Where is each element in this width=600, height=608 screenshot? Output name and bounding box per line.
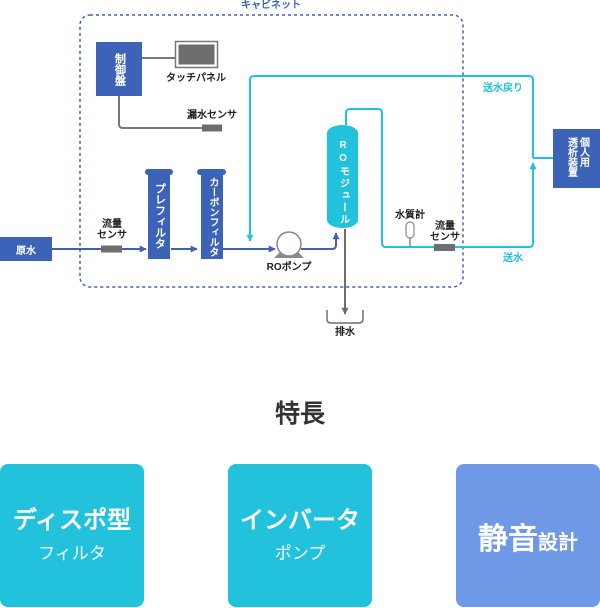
leak-sensor-icon — [202, 124, 222, 132]
water-quality-meter-label: 水質計 — [395, 210, 425, 221]
leak-sensor-label: 漏水センサ — [187, 110, 237, 121]
control-panel-label: 制御盤 — [113, 53, 126, 86]
dialysis-device-label-line1: 個人用 — [577, 137, 589, 167]
carbon-filter-label: カーボンフィルタ — [207, 177, 218, 257]
ro-module-text: ROモジュール — [327, 140, 358, 226]
ro-module-label: ROモジュール — [337, 140, 349, 226]
prefilter-cap — [145, 169, 173, 175]
flow-sensor-outlet-label-line1: 流量 — [435, 221, 455, 232]
feature-card-sub: 設計 — [538, 531, 578, 554]
feature-card-line1: インバータ — [240, 506, 360, 534]
supply-return-line — [246, 75, 534, 242]
control-panel-box: 制御盤 — [96, 42, 142, 96]
drain-basin-icon — [326, 310, 364, 324]
feature-card-inverter-pump: インバータ ポンプ — [228, 464, 372, 607]
supply-label: 送水 — [503, 253, 523, 264]
supply-line — [345, 108, 537, 248]
flow-sensor-inlet-icon — [101, 245, 122, 253]
supply-return-label: 送水戻り — [483, 83, 523, 94]
features-title: 特長 — [274, 400, 325, 428]
ro-pump-label: ROポンプ — [266, 262, 312, 273]
prefilter-body: プレフィルタ — [148, 175, 170, 259]
touch-panel-icon — [174, 40, 219, 69]
feature-card-line2: ポンプ — [274, 543, 326, 563]
pump-to-ro-line — [301, 232, 340, 250]
feature-card-line2: フィルタ — [38, 543, 106, 563]
water-quality-meter-icon — [405, 221, 415, 239]
ro-pump-icon — [274, 231, 304, 258]
flow-sensor-outlet-label-line2: センサ — [430, 232, 460, 243]
system-diagram — [52, 14, 553, 324]
cabinet-boundary — [79, 14, 464, 288]
flow-sensor-inlet-label-line1: 流量 — [102, 219, 122, 230]
flow-sensor-inlet-label-line2: センサ — [97, 230, 127, 241]
raw-water-label: 原水 — [16, 245, 36, 257]
raw-water-box: 原水 — [0, 237, 52, 261]
drain-label: 排水 — [335, 327, 355, 338]
ro-module-body — [327, 125, 358, 228]
flow-sensor-inlet-label: 流量 センサ — [97, 219, 127, 241]
feature-card-quiet-design: 静音設計 — [456, 464, 600, 607]
feature-card-line1: ディスポ型 — [12, 506, 132, 534]
control-to-leak-sensor-wire — [118, 96, 202, 129]
feature-card-heading: 静音設計 — [478, 514, 578, 558]
dialysis-device-label: 個人用 透析装置 — [565, 137, 589, 177]
feature-card-main: 静音 — [478, 522, 538, 556]
touch-panel-label: タッチパネル — [166, 73, 226, 84]
dialysis-device-box: 個人用 透析装置 — [553, 129, 600, 188]
carbon-filter-cap — [197, 169, 226, 175]
dialysis-device-label-line2: 透析装置 — [565, 137, 577, 177]
flow-sensor-outlet-icon — [434, 244, 455, 251]
flow-sensor-outlet-label: 流量 センサ — [430, 221, 460, 243]
feature-card-disposable-filter: ディスポ型 フィルタ — [0, 464, 144, 607]
carbon-filter-body: カーボンフィルタ — [201, 175, 223, 259]
prefilter-label: プレフィルタ — [153, 183, 166, 249]
cabinet-label: キャビネット — [241, 0, 301, 11]
